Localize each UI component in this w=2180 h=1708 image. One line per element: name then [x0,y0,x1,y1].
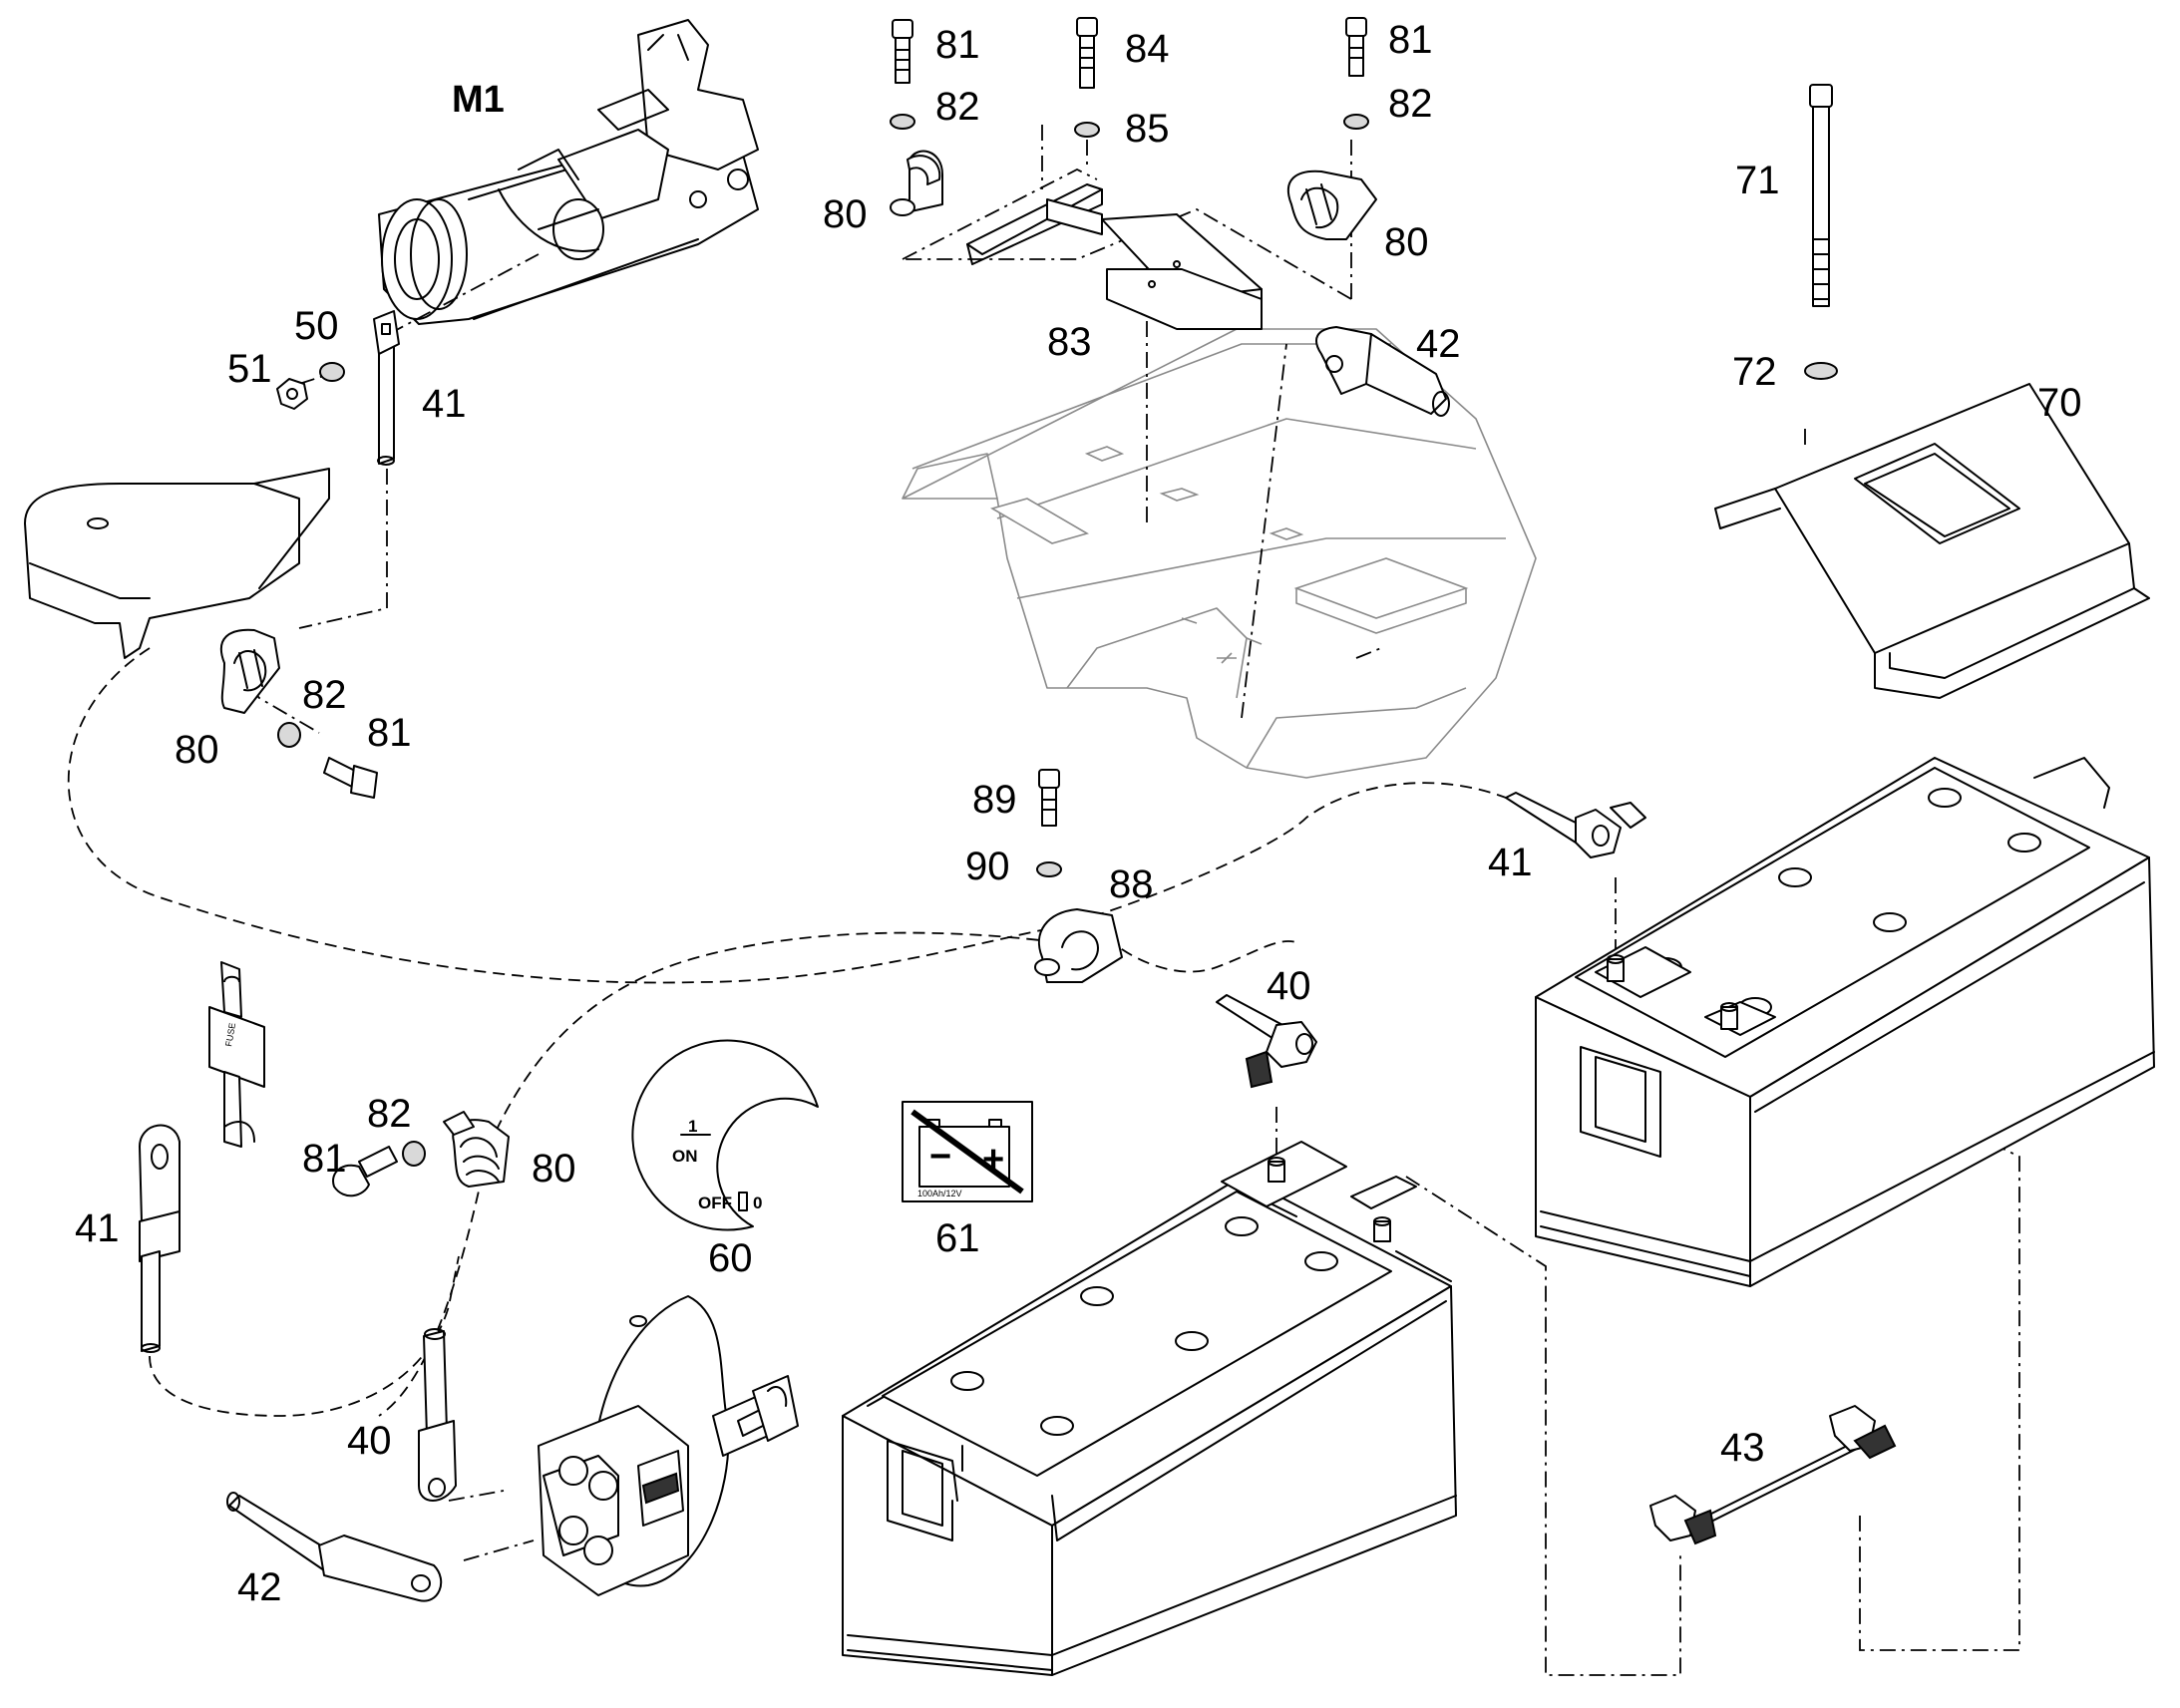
washer-50 [319,362,345,382]
cable-40-right [1216,994,1317,1089]
bolt-81-left [323,757,378,799]
label-81: 81 [302,1137,347,1181]
bolt-81-top-right [1345,17,1367,77]
label-61: 61 [935,1216,980,1260]
label-89: 89 [972,778,1017,822]
clamp-80-top-right [1286,170,1377,240]
cable-42-top [1315,326,1450,417]
label-80: 80 [532,1147,576,1191]
svg-text:ON: ON [672,1147,698,1166]
label-82: 82 [367,1092,412,1136]
bolt-89 [1038,769,1060,827]
svg-text:100Ah/12V: 100Ah/12V [917,1189,962,1198]
label-82: 82 [935,85,980,129]
svg-text:0: 0 [753,1194,762,1212]
label-41: 41 [1488,841,1533,884]
label-81: 81 [1388,18,1433,62]
label-81: 81 [367,711,412,755]
bolt-81-lower [332,1146,398,1197]
label-72: 72 [1732,350,1777,394]
bolt-81-top-left [892,19,913,84]
label-82: 82 [1388,82,1433,126]
label-41: 41 [422,382,467,426]
cable-41-lower-left [139,1124,181,1353]
cable-41-right [1505,792,1646,858]
chassis-plate [902,328,1537,779]
label-50: 50 [294,304,339,348]
label-42: 42 [237,1565,282,1609]
svg-text:1: 1 [688,1117,697,1136]
label-71: 71 [1735,159,1780,202]
label-42: 42 [1416,322,1461,366]
battery-cover-70 [1714,383,2150,699]
label-40: 40 [1267,964,1311,1008]
clamp-80-left [219,628,280,714]
svg-text:FUSE: FUSE [223,1022,237,1047]
washer-82-left [277,722,301,748]
label-81: 81 [935,23,980,67]
label-m1: M1 [452,79,505,121]
label-41: 41 [75,1206,120,1250]
clamp-80-lower [443,1111,510,1188]
label-83: 83 [1047,320,1092,364]
part-labels: 81 82 84 85 81 82 80 80 83 42 71 72 70 5… [75,18,2082,1609]
label-88: 88 [1109,862,1154,906]
battery-disconnect-switch [538,1295,799,1596]
label-80: 80 [823,192,868,236]
label-90: 90 [965,845,1010,888]
washer-82-lower [402,1141,426,1167]
label-60: 60 [708,1236,753,1280]
bracket-83 [966,183,1263,330]
fuse: FUSE [208,961,265,1148]
battery-cable-43 [1649,1405,1897,1545]
battery-sticker-61: − + 100Ah/12V [902,1101,1033,1202]
starter-motor: M1 [378,19,759,325]
label-80: 80 [175,728,219,772]
label-80: 80 [1384,220,1429,264]
svg-text:OFF: OFF [698,1194,732,1212]
assembly-lines [67,125,2020,1676]
clamp-88 [1034,908,1123,983]
label-82: 82 [302,673,347,717]
clamp-80-top-left [890,150,943,216]
switch-plate-60: 1 ON OFF 0 [631,1039,819,1231]
label-85: 85 [1125,107,1170,151]
label-51: 51 [227,347,272,391]
nut-51 [276,378,308,410]
label-43: 43 [1720,1426,1765,1470]
label-70: 70 [2037,381,2082,425]
washer-82-top-right [1343,114,1369,130]
bolt-71 [1809,84,1833,307]
label-40: 40 [347,1419,392,1463]
washer-82-top-left [890,114,915,130]
washer-90 [1036,861,1062,877]
cable-40-lower [418,1328,457,1502]
washer-85 [1074,122,1100,138]
svg-text:−: − [929,1136,951,1178]
washer-72 [1804,362,1838,380]
cable-41-starter [373,310,400,466]
mounting-bracket-left [24,468,330,659]
cable-42-lower [226,1492,443,1602]
label-84: 84 [1125,27,1170,71]
battery-front [842,1141,1457,1676]
battery-back [1535,757,2155,1287]
bolt-84 [1076,17,1098,89]
